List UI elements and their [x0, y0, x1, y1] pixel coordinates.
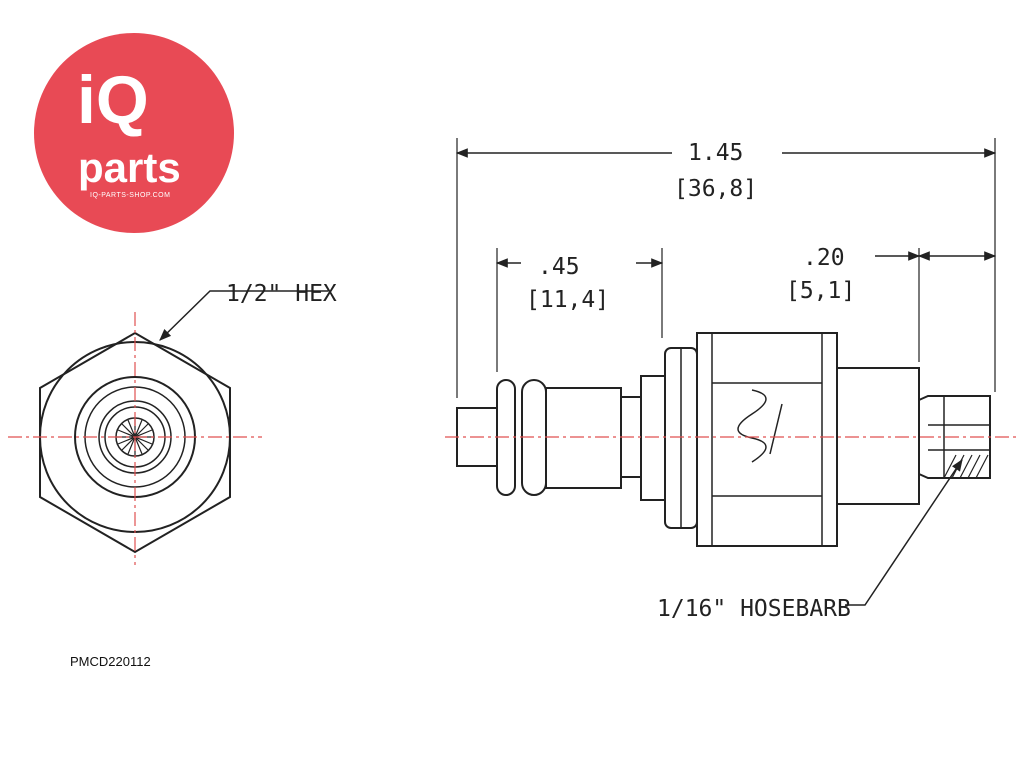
- hex-callout-label: 1/2" HEX: [226, 281, 337, 307]
- hex-nut: [696, 332, 838, 547]
- dim-front-metric: [11,4]: [526, 287, 609, 313]
- logo-brand-bottom: parts: [78, 144, 181, 191]
- cpc-emblem: [737, 389, 783, 463]
- hose-barb: [918, 395, 991, 479]
- dim-barb-metric: [5,1]: [786, 278, 855, 304]
- dim-overall-value: 1.45: [688, 140, 743, 166]
- part-number: PMCD220112: [70, 654, 151, 669]
- hex-callout: [159, 290, 328, 341]
- rear-body: [836, 367, 920, 505]
- logo-site: IQ-PARTS-SHOP.COM: [90, 192, 170, 199]
- collar: [640, 375, 666, 501]
- body: [545, 387, 622, 489]
- logo-brand-top: iQ: [77, 62, 149, 138]
- hosebarb-callout: [845, 459, 963, 606]
- side-view: [456, 332, 991, 547]
- dim-overall-metric: [36,8]: [674, 176, 757, 202]
- hex-outline: [39, 331, 231, 554]
- end-view-centerlines: [8, 312, 262, 565]
- hosebarb-callout-label: 1/16" HOSEBARB: [657, 596, 851, 622]
- dim-front-value: .45: [538, 254, 580, 280]
- hatched-section: [943, 454, 989, 479]
- dim-barb-value: .20: [803, 245, 845, 271]
- iq-parts-logo: iQ parts IQ-PARTS-SHOP.COM: [34, 33, 234, 233]
